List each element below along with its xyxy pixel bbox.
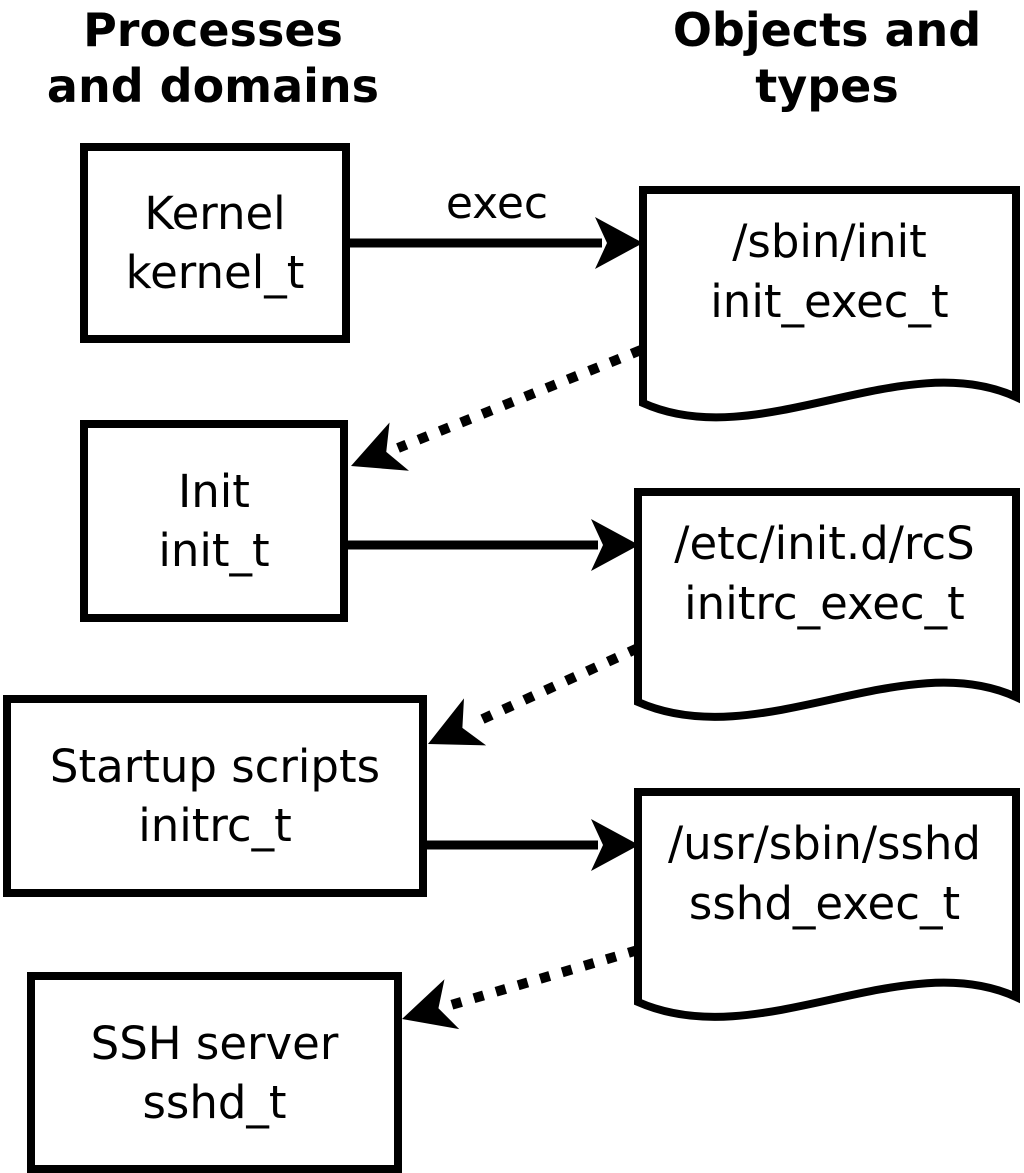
document-shape-etc-initd-rcs bbox=[634, 488, 1020, 721]
dotted-arrow-initrc-exec-to-initrc bbox=[471, 643, 641, 728]
arrowhead-icon bbox=[402, 979, 460, 1030]
process-name: Kernel bbox=[144, 187, 286, 240]
object-node-etc-initd-rcs: /etc/init.d/rcS initrc_exec_t bbox=[638, 514, 1011, 634]
process-name: Startup scripts bbox=[49, 740, 381, 793]
header-line: Objects and bbox=[672, 3, 982, 57]
column-header-objects-and-types: Objects and types bbox=[627, 2, 1024, 114]
process-domain: init_t bbox=[158, 524, 270, 577]
object-type: sshd_exec_t bbox=[688, 877, 961, 930]
process-domain: sshd_t bbox=[142, 1075, 287, 1129]
dotted-arrow-init-exec-to-init bbox=[396, 345, 643, 453]
header-line: Processes bbox=[83, 3, 343, 57]
header-line: types bbox=[755, 59, 899, 113]
process-domain: kernel_t bbox=[125, 246, 305, 299]
process-name: Init bbox=[178, 465, 250, 518]
process-node-init: Init init_t bbox=[80, 420, 348, 622]
process-domain: initrc_t bbox=[138, 799, 292, 852]
document-shape-sbin-init bbox=[639, 186, 1020, 422]
process-node-startup-scripts: Startup scripts initrc_t bbox=[3, 695, 427, 897]
process-node-kernel: Kernel kernel_t bbox=[80, 143, 350, 343]
object-type: initrc_exec_t bbox=[684, 577, 965, 630]
arrowhead-icon bbox=[595, 217, 643, 269]
dotted-arrow-sshd-exec-to-sshd bbox=[449, 945, 640, 1010]
document-shape-usr-sbin-sshd bbox=[634, 788, 1020, 1021]
object-node-usr-sbin-sshd: /usr/sbin/sshd sshd_exec_t bbox=[638, 814, 1011, 934]
object-node-sbin-init: /sbin/init init_exec_t bbox=[643, 212, 1016, 332]
process-node-ssh-server: SSH server sshd_t bbox=[27, 972, 402, 1173]
header-line: and domains bbox=[46, 59, 380, 113]
process-name: SSH server bbox=[90, 1016, 339, 1070]
arrowhead-icon bbox=[591, 519, 639, 571]
object-path: /usr/sbin/sshd bbox=[668, 817, 981, 870]
column-header-processes-and-domains: Processes and domains bbox=[13, 2, 413, 114]
object-path: /sbin/init bbox=[732, 215, 927, 268]
edge-label-exec: exec bbox=[445, 178, 549, 229]
object-type: init_exec_t bbox=[710, 275, 949, 328]
arrowhead-icon bbox=[428, 698, 487, 746]
arrowhead-icon bbox=[591, 819, 639, 871]
object-path: /etc/init.d/rcS bbox=[674, 517, 975, 570]
arrowhead-icon bbox=[351, 422, 409, 471]
